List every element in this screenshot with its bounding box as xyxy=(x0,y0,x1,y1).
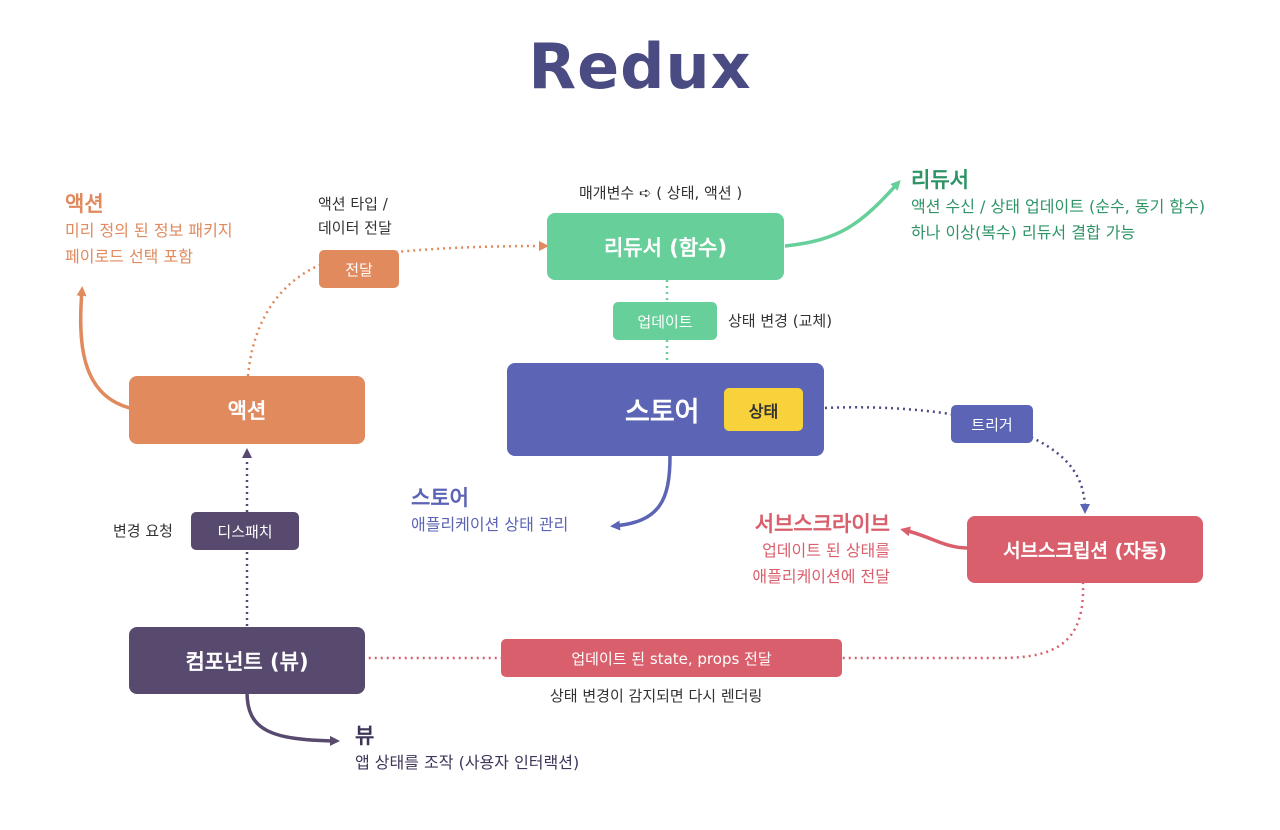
action-note-line2: 페이로드 선택 포함 xyxy=(65,247,193,266)
deliver-tag: 전달 xyxy=(319,250,399,288)
subscribe-note-title: 서브스크라이브 xyxy=(754,512,890,536)
action-node: 액션 xyxy=(129,376,365,444)
subscription-node: 서브스크립션 (자동) xyxy=(967,516,1203,583)
action-note-title: 액션 xyxy=(65,192,104,216)
trigger-tag-label: 트리거 xyxy=(971,415,1013,434)
reducer-node: 리듀서 (함수) xyxy=(547,213,784,280)
reducer-note-line2: 하나 이상(복수) 리듀서 결합 가능 xyxy=(911,223,1136,242)
view-note: 뷰 앱 상태를 조작 (사용자 인터랙션) xyxy=(355,722,579,776)
update-tag: 업데이트 xyxy=(613,302,717,340)
params-label: 매개변수 ➪ ( 상태, 액션 ) xyxy=(579,184,743,202)
view-note-arrow xyxy=(245,691,340,746)
trigger-tag: 트리거 xyxy=(951,405,1033,443)
store-note: 스토어 애플리케이션 상태 관리 xyxy=(411,484,568,538)
change-request-label: 변경 요청 xyxy=(113,522,173,540)
deliver-tag-label: 전달 xyxy=(345,260,373,279)
reducer-note-title: 리듀서 xyxy=(911,168,969,192)
updated-props-tag: 업데이트 된 state, props 전달 xyxy=(501,639,842,677)
subscribe-note-line1: 업데이트 된 상태를 xyxy=(762,541,890,560)
action-type-label: 액션 타입 / 데이터 전달 xyxy=(318,192,392,240)
action-node-label: 액션 xyxy=(227,399,267,423)
component-node-label: 컴포넌트 (뷰) xyxy=(185,649,309,674)
subscription-node-label: 서브스크립션 (자동) xyxy=(1003,540,1167,562)
rerender-label: 상태 변경이 감지되면 다시 렌더링 xyxy=(550,687,763,705)
store-note-arrow xyxy=(610,455,672,531)
store-node-label: 스토어 xyxy=(625,397,700,428)
dispatch-tag: 디스패치 xyxy=(191,512,299,550)
store-to-subscription-arrow xyxy=(824,406,1090,514)
action-type-label-line2: 데이터 전달 xyxy=(318,219,392,237)
store-note-title: 스토어 xyxy=(411,486,469,510)
action-type-label-line1: 액션 타입 / xyxy=(318,195,388,213)
view-note-title: 뷰 xyxy=(355,724,375,748)
state-change-label: 상태 변경 (교체) xyxy=(728,312,833,330)
subscribe-note: 서브스크라이브 업데이트 된 상태를 애플리케이션에 전달 xyxy=(700,510,890,590)
state-badge: 상태 xyxy=(724,388,803,431)
subscribe-note-line2: 애플리케이션에 전달 xyxy=(752,567,890,586)
update-tag-label: 업데이트 xyxy=(637,312,693,331)
dispatch-tag-label: 디스패치 xyxy=(217,522,273,541)
state-badge-label: 상태 xyxy=(748,401,779,421)
page-title: Redux xyxy=(528,30,752,103)
reducer-note-arrow xyxy=(784,180,901,248)
action-note: 액션 미리 정의 된 정보 패키지 페이로드 선택 포함 xyxy=(65,190,233,270)
action-note-arrow xyxy=(76,286,131,410)
reducer-note-line1: 액션 수신 / 상태 업데이트 (순수, 동기 함수) xyxy=(911,197,1206,216)
component-node: 컴포넌트 (뷰) xyxy=(129,627,365,694)
store-note-line1: 애플리케이션 상태 관리 xyxy=(411,515,569,534)
action-note-line1: 미리 정의 된 정보 패키지 xyxy=(65,221,233,240)
view-note-line1: 앱 상태를 조작 (사용자 인터랙션) xyxy=(355,753,580,772)
updated-props-tag-label: 업데이트 된 state, props 전달 xyxy=(571,649,772,668)
subscribe-note-arrow xyxy=(900,526,968,550)
reducer-note: 리듀서 액션 수신 / 상태 업데이트 (순수, 동기 함수) 하나 이상(복수… xyxy=(911,166,1205,246)
reducer-node-label: 리듀서 (함수) xyxy=(603,235,728,260)
